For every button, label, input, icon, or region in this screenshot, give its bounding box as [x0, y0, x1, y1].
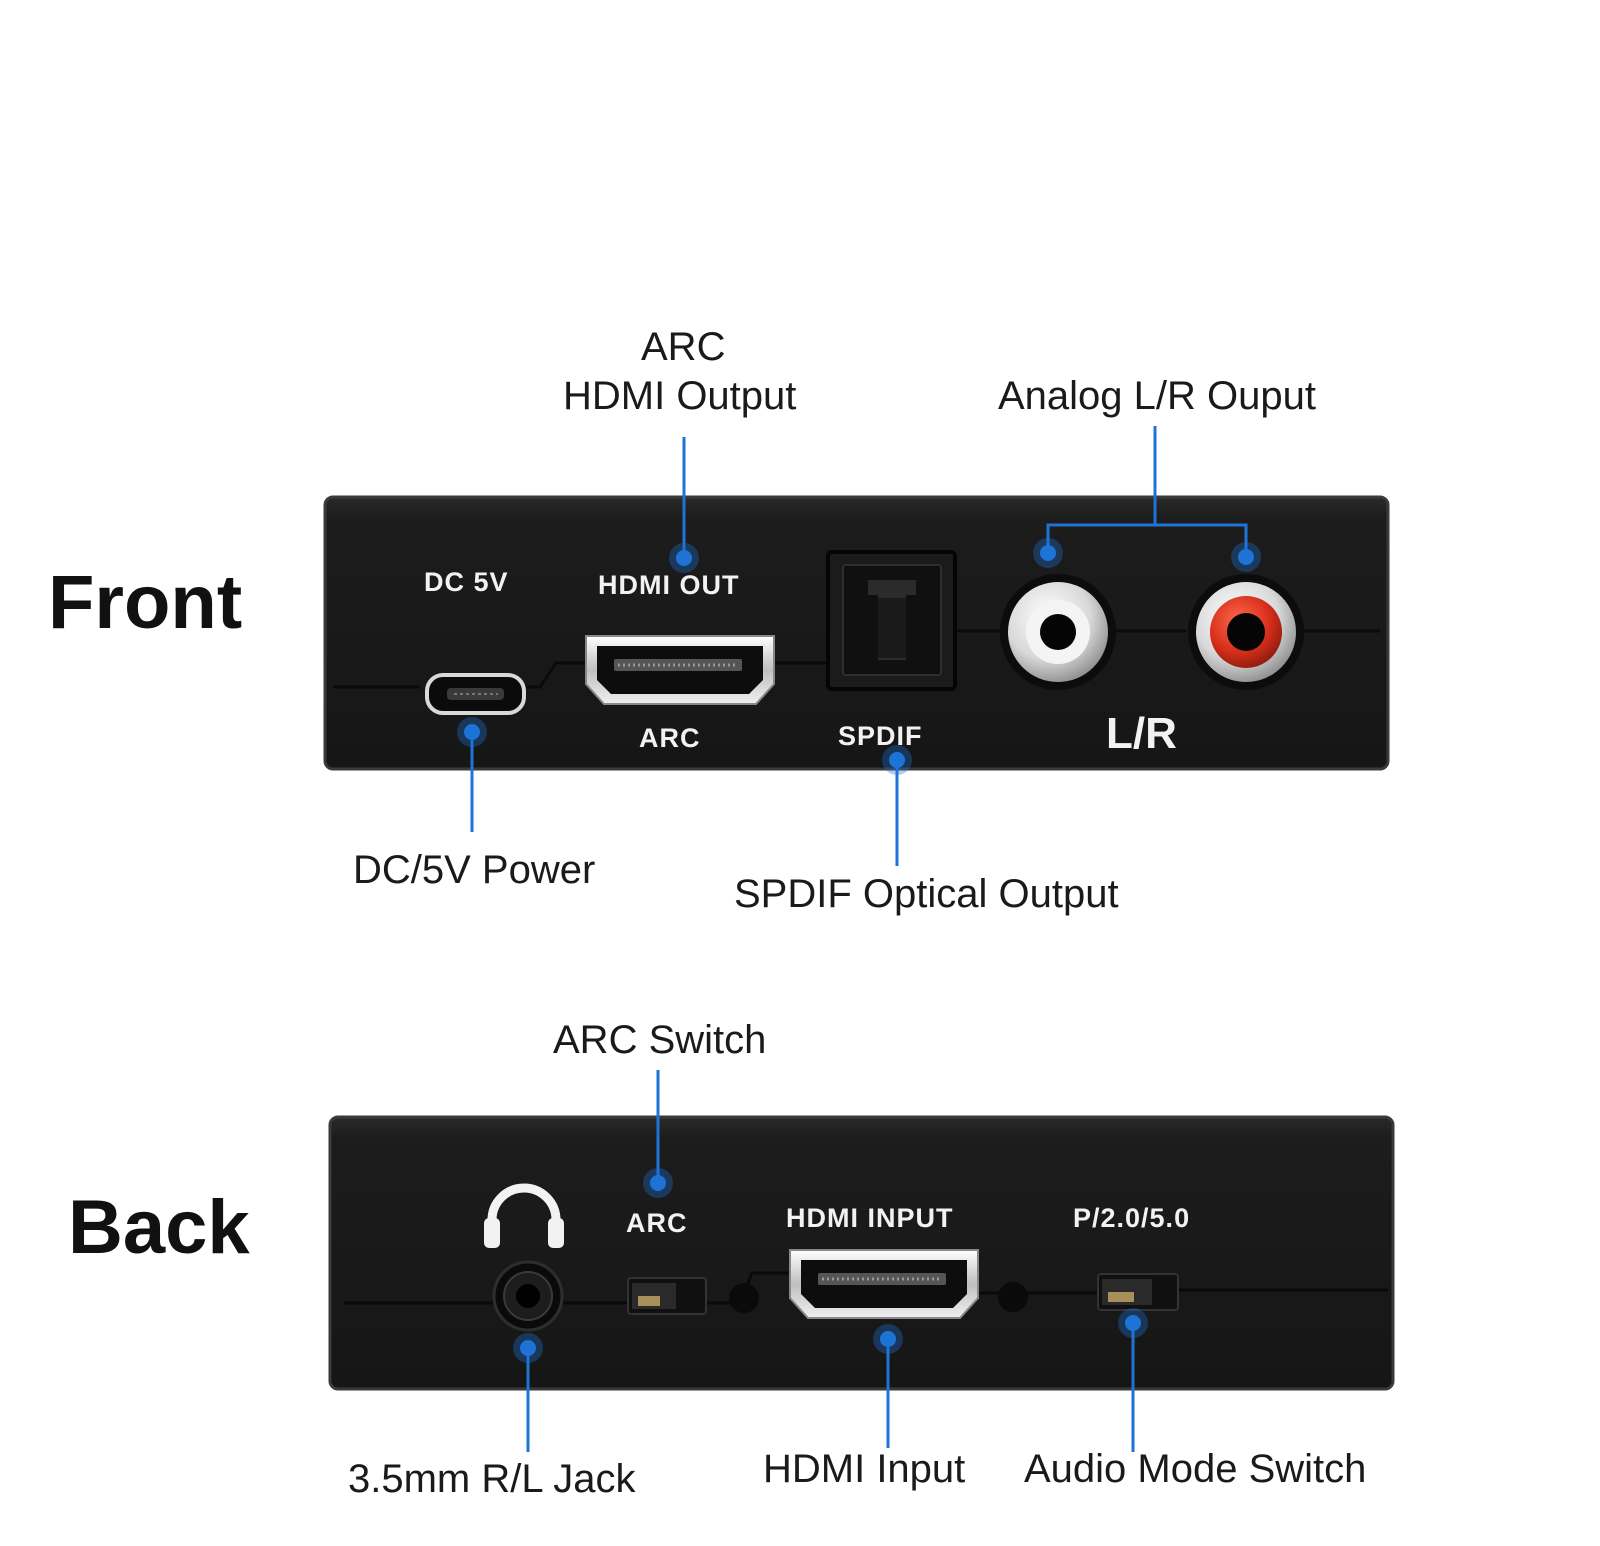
- callout-dc-power: DC/5V Power: [353, 848, 595, 892]
- panel-label-hdmi-out: HDMI OUT: [598, 570, 739, 600]
- callout-arc-hdmi-line2: HDMI Output: [563, 374, 796, 418]
- panel-label-lr: L/R: [1106, 709, 1177, 758]
- front-title: Front: [48, 560, 242, 645]
- hdmi-input-port[interactable]: [789, 1249, 979, 1319]
- hdmi-out-port[interactable]: [585, 635, 775, 705]
- front-leader-lines: [457, 426, 1261, 866]
- led-indicator-left: [729, 1283, 759, 1313]
- callout-hdmi-input: HDMI Input: [763, 1447, 965, 1491]
- jack-3-5mm-port[interactable]: [492, 1260, 564, 1332]
- panel-label-hdmi-input: HDMI INPUT: [786, 1203, 954, 1233]
- callout-analog-lr: Analog L/R Ouput: [998, 374, 1316, 418]
- back-panel: ARC HDMI INPUT P/2.0/5.0: [328, 1115, 1395, 1391]
- callout-arc-hdmi-line1: ARC: [641, 325, 725, 369]
- back-section: Back ARC HDMI INPUT P/2.0/5.0: [68, 1018, 1395, 1501]
- dc-5v-port[interactable]: [425, 673, 526, 715]
- front-section: Front DC 5V HDMI OUT ARC SPDIF L/R: [48, 325, 1390, 916]
- callout-arc-switch: ARC Switch: [553, 1018, 766, 1062]
- back-leader-lines: [513, 1070, 1148, 1452]
- led-indicator-right: [998, 1282, 1028, 1312]
- callout-audio-mode-switch: Audio Mode Switch: [1024, 1447, 1366, 1491]
- rca-right-port[interactable]: [1188, 574, 1304, 690]
- panel-label-mode: P/2.0/5.0: [1073, 1203, 1190, 1233]
- back-title: Back: [68, 1185, 250, 1270]
- spdif-optical-port[interactable]: [826, 550, 957, 691]
- panel-label-arc-switch: ARC: [626, 1208, 688, 1238]
- panel-label-dc: DC 5V: [424, 567, 509, 597]
- headphone-icon: [484, 1183, 564, 1248]
- front-panel: DC 5V HDMI OUT ARC SPDIF L/R: [323, 495, 1390, 771]
- panel-label-arc: ARC: [639, 723, 701, 753]
- panel-label-spdif: SPDIF: [838, 721, 923, 751]
- rca-left-port[interactable]: [1000, 574, 1116, 690]
- callout-jack: 3.5mm R/L Jack: [348, 1457, 636, 1501]
- callout-spdif-optical: SPDIF Optical Output: [734, 872, 1119, 916]
- arc-switch[interactable]: [627, 1277, 707, 1315]
- audio-mode-switch[interactable]: [1097, 1273, 1179, 1311]
